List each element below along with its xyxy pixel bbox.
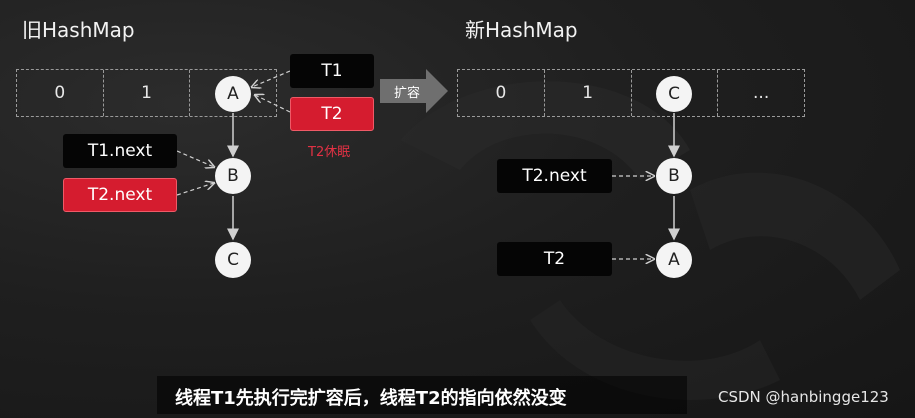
t2-next-old-pointer — [176, 183, 214, 196]
t1-next-pointer — [176, 150, 214, 167]
t1-next-tag: T1.next — [63, 134, 177, 168]
expand-arrow-icon — [380, 69, 448, 113]
t1-tag: T1 — [290, 54, 374, 88]
new-bucket-1: 1 — [545, 70, 632, 116]
new-bucket-array: 0 1 ... — [457, 69, 805, 117]
t2-new-tag: T2 — [497, 242, 612, 276]
t1-pointer — [252, 70, 291, 87]
old-node-c: C — [215, 242, 251, 278]
old-node-b: B — [215, 158, 251, 194]
old-bucket-0: 0 — [17, 70, 104, 116]
new-hashmap-title: 新HashMap — [465, 18, 578, 42]
old-hashmap-title: 旧HashMap — [22, 18, 135, 42]
watermark: CSDN @hanbingge123 — [718, 388, 889, 406]
caption-text: 线程T1先执行完扩容后，线程T2的指向依然没变 — [175, 388, 567, 409]
new-bucket-2 — [632, 70, 719, 116]
expand-label: 扩容 — [394, 86, 421, 101]
old-node-a: A — [215, 76, 251, 112]
new-bucket-0: 0 — [458, 70, 545, 116]
t2-tag: T2 — [290, 97, 374, 131]
new-bucket-more: ... — [753, 83, 770, 103]
t2-pointer — [255, 95, 291, 113]
new-node-c: C — [656, 76, 692, 112]
t2-next-old-tag: T2.next — [63, 178, 177, 212]
new-node-b: B — [656, 158, 692, 194]
old-bucket-array: 0 1 — [16, 69, 277, 117]
caption-bar — [157, 376, 687, 414]
old-bucket-1: 1 — [104, 70, 191, 116]
t2-sleep-note: T2休眠 — [308, 145, 351, 160]
t2-next-new-tag: T2.next — [497, 159, 612, 193]
new-node-a: A — [656, 242, 692, 278]
